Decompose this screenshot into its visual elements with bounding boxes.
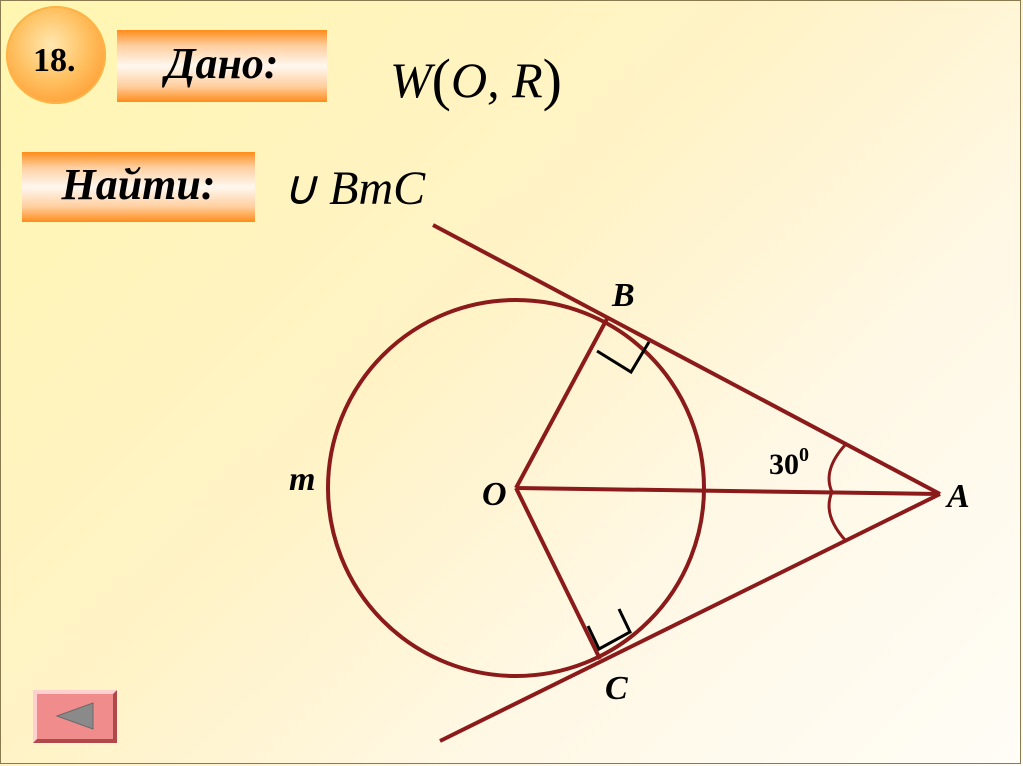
angle-value: 30 (769, 448, 799, 481)
given-label: Дано: (165, 39, 279, 88)
given-formula-prefix: W (390, 52, 432, 108)
arc-label-m: m (289, 461, 315, 498)
right-angle-mark-b (596, 341, 651, 375)
tangent-line-ab (432, 223, 941, 496)
given-formula-body: O, R (450, 52, 543, 108)
circle-w (326, 298, 706, 678)
angle-degree-superscript: 0 (799, 444, 809, 466)
point-label-b: B (611, 277, 635, 314)
find-label-box: Найти: (22, 152, 255, 222)
find-formula: ∪ BmC (282, 162, 426, 215)
triangle-left-icon (55, 702, 94, 730)
right-angle-mark-c (586, 608, 632, 652)
radius-oc (514, 487, 602, 660)
tangent-line-ac (439, 492, 941, 743)
find-label: Найти: (61, 160, 216, 209)
angle-arc-lower (827, 491, 848, 543)
given-formula: W(O, R) (390, 44, 562, 112)
angle-arc-upper (827, 442, 848, 493)
point-label-c: C (605, 670, 628, 707)
point-label-o: O (482, 476, 507, 513)
problem-number-badge: 18. (6, 6, 106, 104)
angle-label-30: 300 (769, 444, 809, 481)
back-button[interactable] (33, 690, 117, 743)
radius-ob (514, 316, 610, 489)
given-formula-open-paren: ( (431, 47, 451, 112)
point-label-a: A (945, 478, 970, 515)
segment-oa (515, 486, 941, 496)
given-label-box: Дано: (117, 30, 327, 102)
given-formula-close-paren: ) (542, 47, 562, 112)
problem-number: 18. (33, 42, 76, 79)
